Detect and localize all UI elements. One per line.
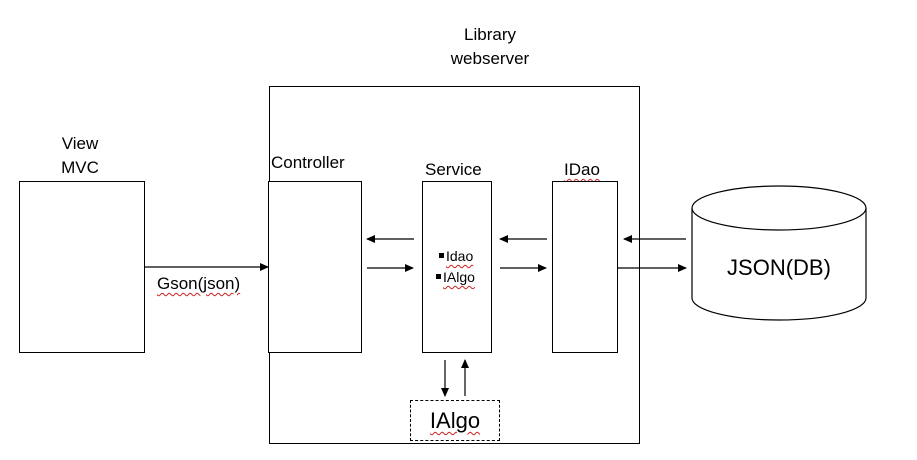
service-item-idao: Idao [439,247,473,265]
ialgo-label: IAlgo [410,407,500,435]
service-item-ialgo: IAlgo [436,268,475,286]
webserver-title-line1: Library [464,25,516,44]
view-title-line2: MVC [61,158,99,177]
idao-label-text: IDao [564,160,600,179]
idao-box [552,181,618,353]
idao-label: IDao [564,158,600,182]
gson-edge-label: Gson(json) [157,272,240,296]
ialgo-label-text: IAlgo [429,408,481,433]
controller-box [268,181,362,353]
service-label: Service [425,160,482,179]
view-box [19,181,145,353]
bullet-icon [436,274,441,279]
gson-edge-label-text: Gson(json) [157,274,241,293]
webserver-title-line2: webserver [450,49,530,68]
bullet-icon [439,253,444,258]
service-item-label: IAlgo [443,269,475,285]
database-label: JSON(DB) [727,255,831,280]
ialgo-box [410,400,500,441]
service-item-label: Idao [446,248,474,264]
view-title-line1: View [61,134,99,153]
controller-label: Controller [271,153,345,172]
service-box [422,181,492,353]
